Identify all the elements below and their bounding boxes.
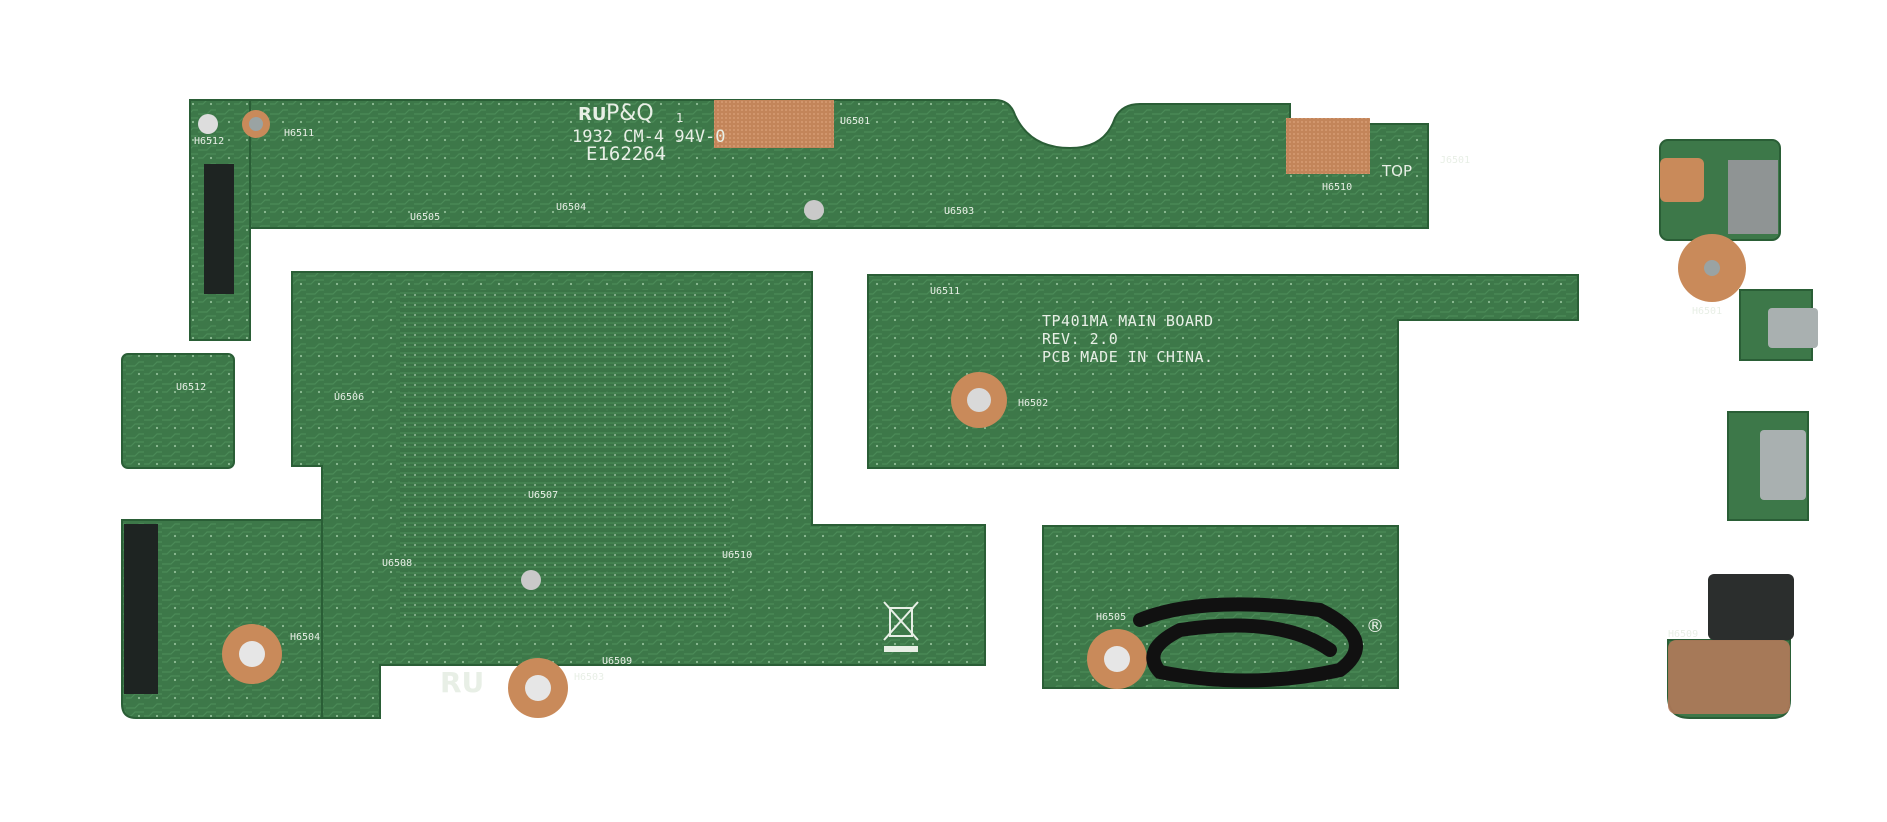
ref-j6501: J6501 [1440, 155, 1470, 166]
board-revision: REV. 2.0 [1042, 330, 1118, 348]
audio-jack-bottom [1708, 574, 1794, 640]
usb-c-port-1 [1768, 308, 1818, 348]
ref-u6508: U6508 [382, 558, 412, 569]
vendor-mark: P&Q [606, 101, 654, 126]
ref-u6509: U6509 [602, 656, 632, 667]
mounting-holes [198, 110, 1746, 718]
ffc-connector-bottom [124, 524, 158, 694]
ref-h6512: H6512 [194, 136, 224, 147]
ref-h6510: H6510 [1322, 182, 1352, 193]
usb-c-port-2 [1760, 430, 1806, 500]
ref-h6502: H6502 [1018, 398, 1048, 409]
ref-u6503: U6503 [944, 206, 974, 217]
date-rating: 1932 CM-4 94V-0 [572, 127, 726, 147]
ffc-connector-top [204, 164, 234, 294]
ref-u6507: U6507 [528, 490, 558, 501]
pcb-left-panel [121, 353, 235, 469]
registered-mark: ® [1366, 616, 1384, 637]
audio-jack-top [1728, 160, 1778, 234]
ref-u6512: U6512 [176, 382, 206, 393]
ref-u6510: U6510 [722, 550, 752, 561]
ref-h6505: H6505 [1096, 612, 1126, 623]
weee-bar [884, 646, 918, 652]
cpu-area [400, 290, 730, 620]
ref-h6511: H6511 [284, 128, 314, 139]
ul-file-number: E162264 [586, 143, 666, 165]
board-origin: PCB MADE IN CHINA. [1042, 348, 1214, 366]
weee-bin-icon [883, 601, 919, 641]
ref-u6501: U6501 [840, 116, 870, 127]
ref-u6504: U6504 [556, 202, 586, 213]
ref-u6505: U6505 [410, 212, 440, 223]
ref-h6503: H6503 [574, 672, 604, 683]
copper-pad-top-right [1660, 158, 1704, 202]
top-label: TOP [1381, 162, 1412, 180]
pcb-right-upper [867, 274, 1579, 469]
copper-pad-bottom-right [1668, 640, 1790, 714]
vendor-index: 1 [676, 111, 684, 125]
ref-h6509: H6509 [1668, 629, 1698, 640]
ul-logo: RU [578, 104, 606, 125]
copper-pad-h6510 [1286, 118, 1370, 174]
ul-logo-bottom: RU [440, 666, 484, 699]
ref-h6504: H6504 [290, 632, 320, 643]
board-title: TP401MA MAIN BOARD [1042, 312, 1214, 330]
copper-pad-u6501 [714, 100, 834, 148]
ref-u6506: U6506 [334, 392, 364, 403]
marker-scribble [1133, 597, 1363, 688]
ref-u6511: U6511 [930, 286, 960, 297]
ref-h6501: H6501 [1692, 306, 1722, 317]
